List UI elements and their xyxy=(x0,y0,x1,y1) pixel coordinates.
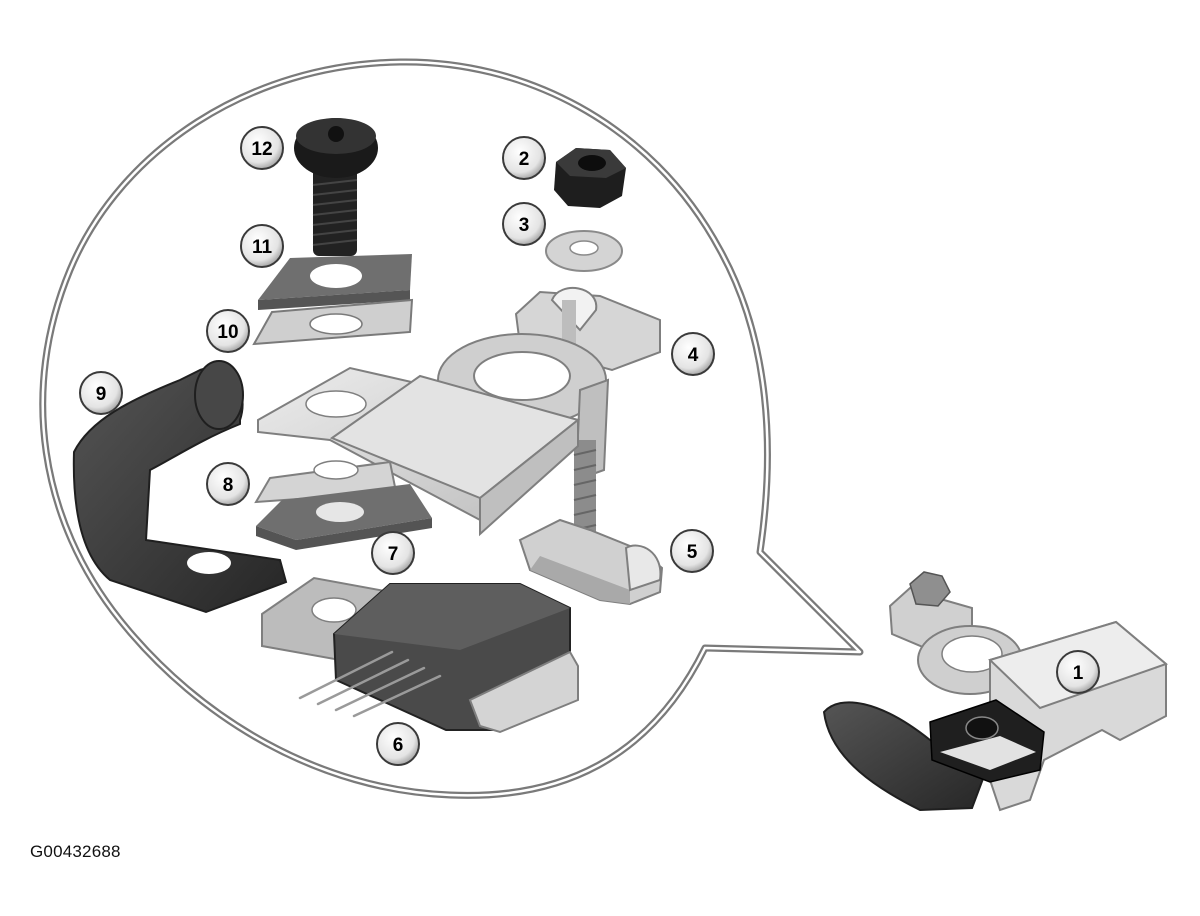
callout-badge-8: 8 xyxy=(206,462,250,506)
callout-badge-4: 4 xyxy=(671,332,715,376)
washer-part xyxy=(545,230,623,272)
callout-badge-7: 7 xyxy=(371,531,415,575)
callout-number: 11 xyxy=(252,237,273,258)
callout-circle xyxy=(376,722,420,766)
callout-badge-3: 3 xyxy=(502,202,546,246)
callout-number: 9 xyxy=(96,384,107,405)
callout-circle xyxy=(502,202,546,246)
callout-circle xyxy=(206,462,250,506)
assembled-clamp-part xyxy=(822,571,1168,812)
callout-circle xyxy=(79,371,123,415)
callout-number: 10 xyxy=(217,322,238,343)
torx-screw-part xyxy=(294,118,378,256)
callout-circle xyxy=(502,136,546,180)
callout-number: 2 xyxy=(519,149,530,170)
sensor-module-part xyxy=(298,583,579,734)
lower-plates-part xyxy=(254,460,432,550)
callout-number: 4 xyxy=(688,345,699,366)
hex-nut-part xyxy=(554,148,626,208)
callout-number: 6 xyxy=(393,735,404,756)
terminal-clamp-body-part xyxy=(257,286,661,550)
callout-badge-5: 5 xyxy=(670,529,714,573)
insulating-pad-part xyxy=(258,254,412,310)
clamp-jaw-part xyxy=(518,518,664,606)
callout-number: 8 xyxy=(223,475,234,496)
callout-circle xyxy=(670,529,714,573)
callout-badge-1: 1 xyxy=(1056,650,1100,694)
callout-number: 1 xyxy=(1073,663,1084,684)
callout-badge-9: 9 xyxy=(79,371,123,415)
callout-badge-11: 11 xyxy=(240,224,284,268)
callout-number: 12 xyxy=(251,139,272,160)
callout-badge-2: 2 xyxy=(502,136,546,180)
callout-badge-6: 6 xyxy=(376,722,420,766)
spacer-plate-part xyxy=(252,298,414,346)
callout-number: 5 xyxy=(687,542,698,563)
callout-circle xyxy=(240,126,284,170)
callout-circle xyxy=(1056,650,1100,694)
figure-id-label: G00432688 xyxy=(30,842,121,861)
callout-circle xyxy=(671,332,715,376)
cable-boot-part xyxy=(72,360,288,614)
callout-circle xyxy=(206,309,250,353)
callout-number: 3 xyxy=(519,215,530,236)
callout-number: 7 xyxy=(388,544,399,565)
callout-badge-10: 10 xyxy=(206,309,250,353)
callout-circle xyxy=(240,224,284,268)
callout-badge-12: 12 xyxy=(240,126,284,170)
callout-circle xyxy=(371,531,415,575)
